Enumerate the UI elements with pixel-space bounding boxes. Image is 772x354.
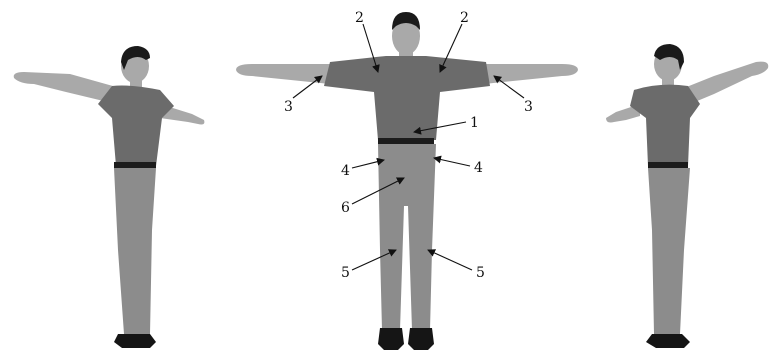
- callout-5-left: 5: [341, 265, 350, 281]
- leader-4-right: [434, 158, 470, 166]
- callout-5-right: 5: [476, 265, 485, 281]
- callout-2-right: 2: [460, 10, 469, 26]
- callout-4-left: 4: [341, 163, 350, 179]
- callout-4-right: 4: [474, 160, 483, 176]
- callout-1: 1: [470, 115, 479, 131]
- front-view-figure: [236, 12, 578, 350]
- callout-3-right: 3: [524, 99, 533, 115]
- callout-6: 6: [341, 200, 350, 216]
- right-view-figure: [606, 44, 768, 348]
- left-view-figure: [14, 46, 205, 348]
- leader-5-right: [428, 250, 472, 270]
- callout-3-left: 3: [284, 99, 293, 115]
- callout-2-left: 2: [355, 10, 364, 26]
